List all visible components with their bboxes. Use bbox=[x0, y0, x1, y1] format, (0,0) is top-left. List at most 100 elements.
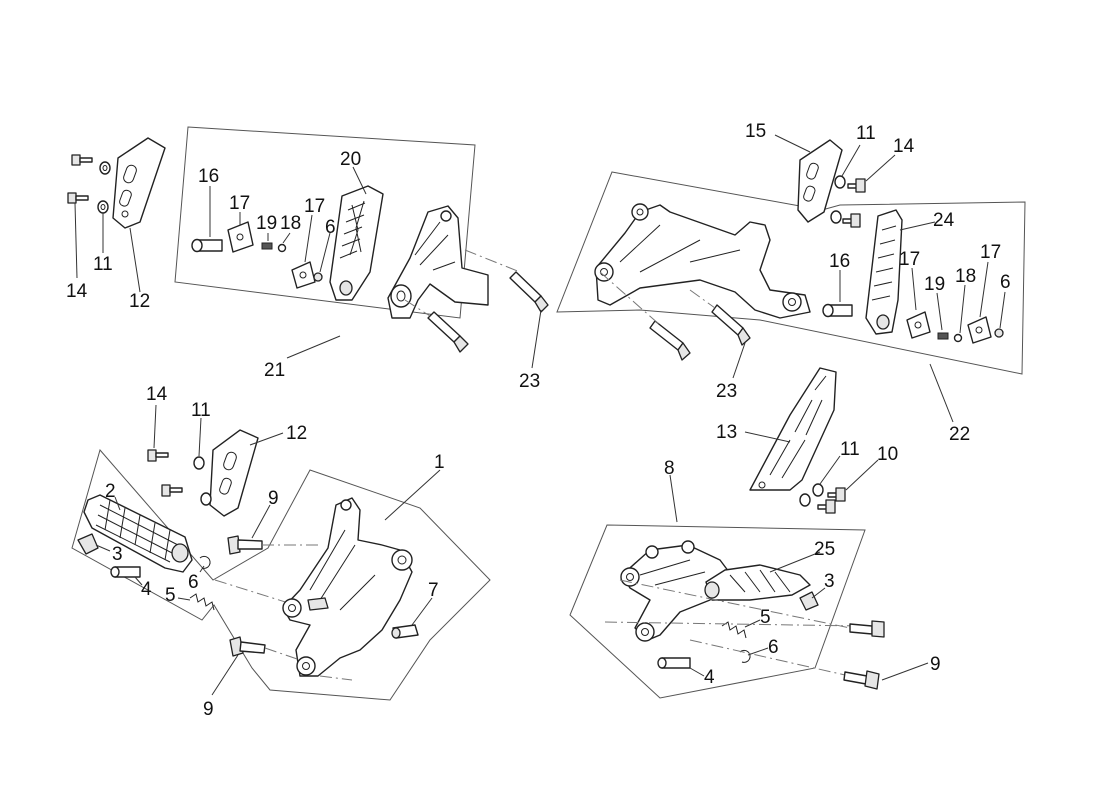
washer-11-top-left bbox=[97, 161, 111, 214]
callout-6-left: 6 bbox=[188, 572, 199, 593]
callout-16-left: 16 bbox=[198, 166, 219, 187]
bolt-9-left-lower bbox=[229, 636, 266, 657]
spring-19-right bbox=[937, 332, 949, 340]
heel-guard-top-left bbox=[112, 137, 166, 229]
footrest-bracket-right bbox=[594, 203, 811, 319]
ball-18-left bbox=[277, 243, 287, 253]
plate-17-right bbox=[906, 311, 931, 339]
callout-16-right: 16 bbox=[829, 251, 850, 272]
washer-11-top-right bbox=[830, 175, 846, 224]
heel-guard-13 bbox=[749, 367, 837, 491]
callout-labels: 1 2 3 3 4 4 5 5 6 6 6 6 7 8 9 9 9 10 11 … bbox=[66, 121, 1011, 720]
pin-7 bbox=[391, 624, 419, 639]
callout-8: 8 bbox=[664, 458, 675, 479]
frame-group-21 bbox=[174, 126, 476, 319]
callout-5-right: 5 bbox=[760, 607, 771, 628]
callout-11-top-left: 11 bbox=[93, 254, 113, 275]
bolt-9-right-lower bbox=[843, 670, 880, 690]
callout-12-middle: 12 bbox=[286, 423, 307, 444]
plate-17-right-2 bbox=[967, 316, 992, 344]
callout-11-top-right: 11 bbox=[856, 123, 876, 144]
callout-11-middle-left: 11 bbox=[191, 400, 211, 421]
callout-9-right: 9 bbox=[930, 654, 941, 675]
callout-3-right: 3 bbox=[824, 571, 835, 592]
footpeg-24-right bbox=[865, 209, 903, 335]
callout-17-left-b: 17 bbox=[304, 196, 325, 217]
screw-14-middle-left bbox=[147, 449, 183, 497]
heel-guard-15 bbox=[797, 139, 843, 223]
washer-11-middle-left bbox=[193, 456, 212, 506]
screw-10 bbox=[817, 487, 846, 514]
callout-1: 1 bbox=[434, 452, 445, 473]
bumper-3-left bbox=[77, 533, 99, 555]
bumper-3-right bbox=[799, 591, 819, 611]
footrest-bracket-1 bbox=[282, 497, 413, 677]
spring-19-left bbox=[261, 242, 273, 250]
callout-20: 20 bbox=[340, 149, 361, 170]
callout-9-left-lower: 9 bbox=[203, 699, 214, 720]
callout-9-left-upper: 9 bbox=[268, 488, 279, 509]
ball-18-right bbox=[953, 333, 963, 343]
callout-15: 15 bbox=[745, 121, 766, 142]
callout-21: 21 bbox=[264, 360, 285, 381]
frame-group-22 bbox=[556, 171, 1026, 375]
callout-6-top-right: 6 bbox=[1000, 272, 1011, 293]
plate-17-left-2 bbox=[291, 261, 316, 289]
callout-18-right: 18 bbox=[955, 266, 976, 287]
spring-5-right bbox=[721, 621, 747, 639]
footpeg-20-left bbox=[329, 185, 384, 301]
clip-6-left bbox=[199, 555, 211, 569]
footrest-bracket-8 bbox=[620, 540, 736, 642]
callout-14-top-right: 14 bbox=[893, 136, 915, 157]
pin-16-right bbox=[822, 303, 853, 318]
pin-4-right bbox=[657, 657, 691, 669]
callout-4-right: 4 bbox=[704, 667, 715, 688]
screw-14-top-left bbox=[67, 154, 93, 204]
callout-6-right: 6 bbox=[768, 637, 779, 658]
callout-5-left: 5 bbox=[165, 585, 176, 606]
nut-6-left bbox=[313, 272, 323, 282]
bolt-9-right-upper bbox=[849, 620, 885, 638]
bolt-23-left-a bbox=[427, 311, 469, 353]
callout-19-left: 19 bbox=[256, 213, 277, 234]
pin-16-left bbox=[191, 238, 223, 253]
callout-4-left: 4 bbox=[141, 579, 152, 600]
callout-17-right-a: 17 bbox=[899, 249, 920, 270]
spring-5-left bbox=[189, 593, 215, 611]
clip-6-right bbox=[739, 649, 751, 663]
callout-7: 7 bbox=[428, 580, 439, 601]
callout-12-top: 12 bbox=[129, 291, 150, 312]
heel-guard-middle-left bbox=[209, 429, 259, 517]
bolt-23-right-b bbox=[711, 304, 751, 346]
callout-17-right-b: 17 bbox=[980, 242, 1001, 263]
callout-17-left-a: 17 bbox=[229, 193, 250, 214]
callout-10: 10 bbox=[877, 444, 898, 465]
bolt-23-right-a bbox=[649, 320, 691, 361]
callout-14-middle-left: 14 bbox=[146, 384, 168, 405]
callout-24: 24 bbox=[933, 210, 955, 231]
screw-14-top-right bbox=[842, 178, 866, 228]
pin-4-left bbox=[110, 566, 141, 578]
callout-22: 22 bbox=[949, 424, 970, 445]
callout-23-right: 23 bbox=[716, 381, 737, 402]
footpeg-25 bbox=[704, 564, 811, 601]
callout-6-top-left: 6 bbox=[325, 217, 336, 238]
frame-group-1 bbox=[71, 448, 491, 701]
callout-3-left: 3 bbox=[112, 544, 123, 565]
callout-23-left: 23 bbox=[519, 371, 540, 392]
bolt-23-left-b bbox=[509, 271, 549, 313]
frame-group-8 bbox=[569, 524, 866, 699]
callout-18-left: 18 bbox=[280, 213, 301, 234]
nut-6-right bbox=[994, 328, 1004, 338]
washer-11-middle-right bbox=[799, 483, 824, 507]
callout-2: 2 bbox=[105, 481, 116, 502]
footrest-bracket-left bbox=[387, 205, 489, 319]
callout-25: 25 bbox=[814, 539, 835, 560]
plate-17-left bbox=[227, 221, 254, 253]
callout-19-right: 19 bbox=[924, 274, 945, 295]
footpeg-2-left bbox=[83, 494, 193, 573]
callout-13: 13 bbox=[716, 422, 737, 443]
callout-14-top-left: 14 bbox=[66, 281, 88, 302]
callout-11-middle-right: 11 bbox=[840, 439, 860, 460]
